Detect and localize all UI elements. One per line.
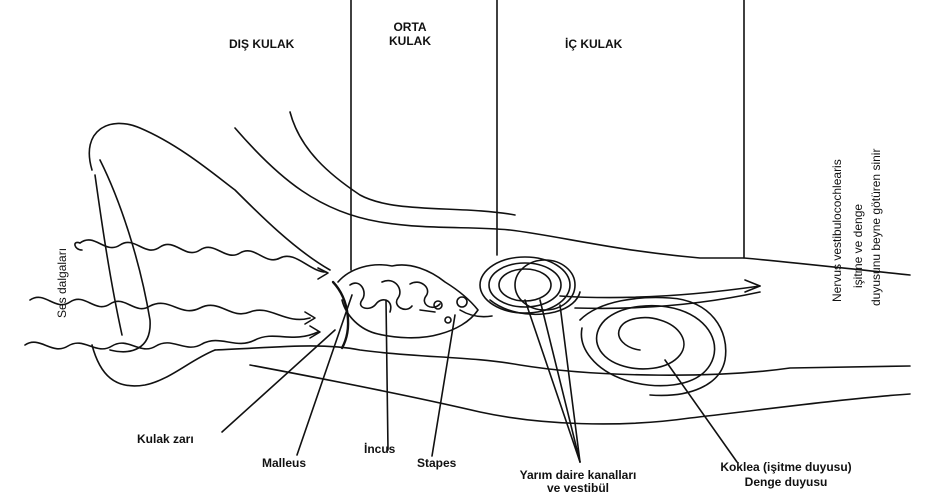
wave-arrow-1 <box>318 268 328 279</box>
label-sound-waves: Ses dalgaları <box>55 248 69 318</box>
section-middle-ear-line1: ORTA <box>380 21 440 34</box>
canal-lower-wall <box>215 346 910 375</box>
leader-yarim-daire-3 <box>560 305 580 462</box>
malleus-shape <box>350 283 391 312</box>
label-cochlea-line1: Koklea (işitme duyusu) <box>696 461 876 474</box>
cochlea-outer <box>580 298 726 396</box>
section-outer-ear: DIŞ KULAK <box>229 38 294 51</box>
auricle-lobe <box>92 345 215 386</box>
ossicle-arrow <box>420 310 435 312</box>
stapes-ring-3 <box>445 317 451 323</box>
label-incus: İncus <box>364 443 395 456</box>
label-stapes: Stapes <box>417 457 456 470</box>
section-middle-ear-line2: KULAK <box>380 35 440 48</box>
canal-bottom-wall <box>250 365 910 424</box>
label-nerve-line1: Nervus vestibulocochlearis <box>830 159 844 302</box>
semicircular-canal-inner <box>499 269 551 301</box>
canal-upper-wall <box>235 128 910 275</box>
label-semicircular-canals-line2: ve vestibül <box>490 482 666 495</box>
ossicle-detail-1 <box>410 282 440 307</box>
leader-stapes <box>432 315 455 456</box>
leader-yarim-daire-2 <box>540 300 580 462</box>
stapes-ring-2 <box>457 297 467 307</box>
label-nerve-line2: işitme ve denge <box>851 204 865 288</box>
sound-wave-1 <box>80 240 326 272</box>
label-kulak-zari: Kulak zarı <box>137 433 194 446</box>
vestibulocochlear-nerve <box>560 286 760 298</box>
leader-yarim-daire-1 <box>525 300 580 462</box>
label-malleus: Malleus <box>262 457 306 470</box>
label-nerve-line3: duyusunu beyne götüren sinir <box>869 149 883 306</box>
auricle-back <box>95 175 122 335</box>
leader-incus <box>386 300 388 450</box>
section-inner-ear: İÇ KULAK <box>565 38 622 51</box>
label-cochlea-line2: Denge duyusu <box>696 476 876 489</box>
sound-wave-hook <box>75 242 82 250</box>
wave-arrow-3 <box>310 326 320 338</box>
leader-kulak-zari <box>222 330 335 432</box>
sound-wave-2 <box>30 297 310 319</box>
canal-upper-outer <box>290 112 515 215</box>
